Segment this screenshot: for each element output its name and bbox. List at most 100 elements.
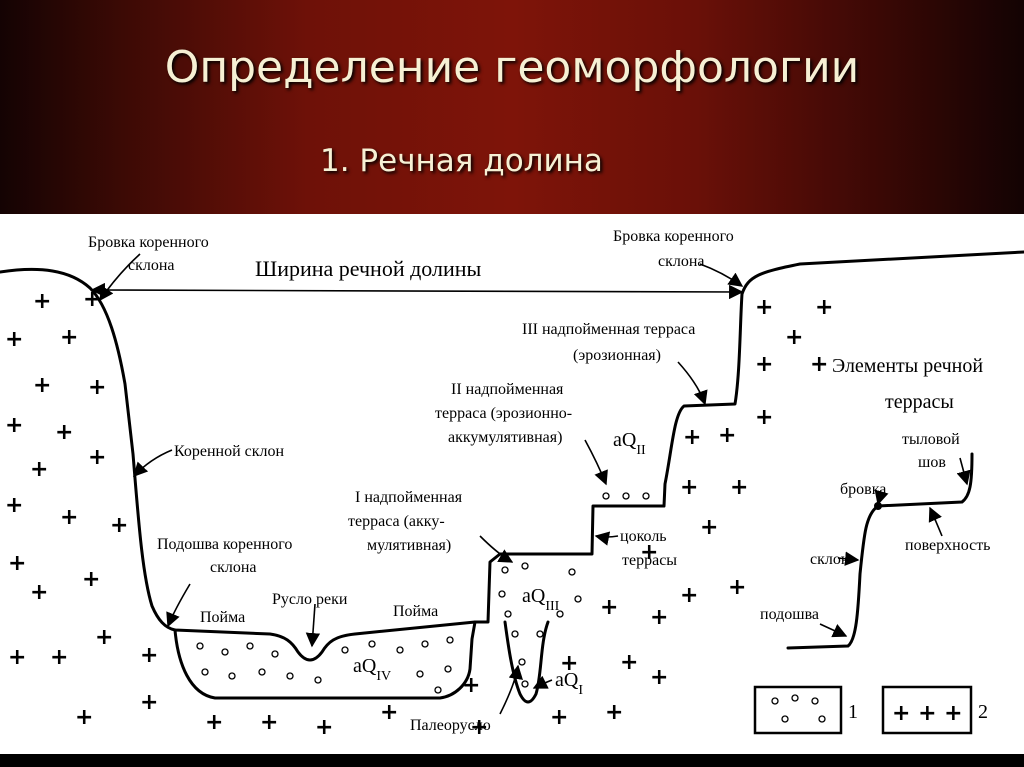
svg-text:аккумулятивная): аккумулятивная) <box>448 429 562 446</box>
svg-text:aQI: aQI <box>555 669 583 698</box>
svg-text:+: + <box>680 475 698 500</box>
svg-text:+: + <box>5 413 23 438</box>
svg-text:+: + <box>718 423 736 448</box>
river-valley-diagram: + + + + + + + + + + + + + + + + + + + + … <box>0 228 1024 740</box>
diagram-panel: + + + + + + + + + + + + + + + + + + + + … <box>0 214 1024 754</box>
svg-text:(эрозионная): (эрозионная) <box>573 347 661 364</box>
slide-title: Определение геоморфологии <box>164 42 860 93</box>
legend-swatch-1 <box>753 685 843 735</box>
q1-arrow <box>532 675 553 689</box>
svg-text:aQII: aQII <box>613 429 646 458</box>
svg-text:+: + <box>650 665 668 690</box>
svg-text:+: + <box>560 651 578 676</box>
svg-text:+: + <box>315 715 333 740</box>
svg-text:+: + <box>605 700 623 725</box>
svg-text:+: + <box>5 493 23 518</box>
svg-text:+: + <box>33 289 51 314</box>
svg-text:+: + <box>60 505 78 530</box>
svg-text:тыловой: тыловой <box>902 431 960 448</box>
svg-text:+: + <box>755 295 773 320</box>
svg-text:склона: склона <box>658 253 705 270</box>
terrace3-arrow <box>677 361 708 406</box>
svg-text:+: + <box>88 445 106 470</box>
svg-text:+: + <box>755 352 773 377</box>
svg-text:+: + <box>140 643 158 668</box>
svg-text:+: + <box>755 405 773 430</box>
svg-text:+: + <box>55 420 73 445</box>
svg-text:+: + <box>110 513 128 538</box>
svg-text:+: + <box>205 710 223 735</box>
svg-text:терраса (акку-: терраса (акку- <box>348 513 445 530</box>
svg-text:+: + <box>470 715 488 740</box>
svg-text:aQIV: aQIV <box>353 655 391 684</box>
svg-text:+: + <box>30 457 48 482</box>
svg-text:Палеорусло: Палеорусло <box>410 717 491 734</box>
svg-text:I надпойменная: I надпойменная <box>355 489 463 506</box>
svg-text:aQIII: aQIII <box>522 585 560 614</box>
diagram-labels: Бровка коренного склона Ширина речной до… <box>88 228 990 734</box>
paleochannel-arrow <box>499 664 523 715</box>
svg-text:Ширина речной долины: Ширина речной долины <box>255 256 482 281</box>
svg-text:+: + <box>728 575 746 600</box>
legend-label-2: 2 <box>978 701 988 723</box>
svg-text:Русло реки: Русло реки <box>272 591 348 608</box>
legend: 1 + + + 2 <box>753 685 988 735</box>
svg-text:бровка: бровка <box>840 481 886 498</box>
svg-text:склон: склон <box>810 551 850 568</box>
svg-text:поверхность: поверхность <box>905 537 990 554</box>
svg-text:II надпойменная: II надпойменная <box>451 381 564 398</box>
bedrock-slope-arrow <box>133 449 173 478</box>
svg-text:+: + <box>75 705 93 730</box>
svg-text:цоколь: цоколь <box>620 528 667 545</box>
deposit-pebbles <box>196 492 650 694</box>
svg-text:+: + <box>550 705 568 730</box>
legend-swatch-2 <box>881 685 973 735</box>
svg-text:Элементы речной: Элементы речной <box>832 355 983 377</box>
terrace-base-arrow <box>594 531 619 546</box>
svg-text:Пойма: Пойма <box>200 609 245 626</box>
svg-text:Бровка коренного: Бровка коренного <box>88 234 209 251</box>
pointer-arrows <box>90 253 744 715</box>
svg-text:склона: склона <box>128 257 175 274</box>
terrace-elements-profile <box>786 452 974 650</box>
svg-text:терраса (эрозионно-: терраса (эрозионно- <box>435 405 572 422</box>
svg-text:+: + <box>33 373 51 398</box>
svg-text:террасы: террасы <box>885 391 954 413</box>
svg-text:Подошва коренного: Подошва коренного <box>157 536 292 553</box>
bedrock-crosses: + + + + + + + + + + + + + + + + + + + + … <box>5 287 833 740</box>
legend-symbols-2: + + + <box>892 701 963 726</box>
svg-text:+: + <box>650 605 668 630</box>
svg-text:+: + <box>95 625 113 650</box>
right-brow-arrow <box>699 263 744 287</box>
svg-text:+: + <box>810 352 828 377</box>
terrace-elements-arrows <box>819 457 971 638</box>
svg-text:III надпойменная терраса: III надпойменная терраса <box>522 321 695 338</box>
svg-text:+: + <box>815 295 833 320</box>
svg-text:+: + <box>82 567 100 592</box>
svg-text:мулятивная): мулятивная) <box>367 537 451 554</box>
svg-text:+: + <box>88 375 106 400</box>
svg-text:+: + <box>8 645 26 670</box>
svg-text:шов: шов <box>918 454 946 471</box>
svg-text:+: + <box>30 580 48 605</box>
slope-foot-arrow <box>166 583 191 628</box>
svg-text:Коренной склон: Коренной склон <box>174 443 285 460</box>
slide-header <box>0 0 1024 214</box>
svg-text:+: + <box>683 425 701 450</box>
deposit-labels: aQII aQIII aQIV aQI <box>353 429 646 698</box>
svg-text:террасы: террасы <box>622 552 677 569</box>
svg-text:+: + <box>462 673 480 698</box>
slide-subtitle: 1. Речная долина <box>320 143 603 179</box>
svg-text:+: + <box>785 325 803 350</box>
valley-width-arrow <box>90 282 744 300</box>
svg-text:+: + <box>140 690 158 715</box>
svg-text:+: + <box>60 325 78 350</box>
legend-label-1: 1 <box>848 701 858 723</box>
svg-text:+: + <box>260 710 278 735</box>
svg-text:+: + <box>620 650 638 675</box>
left-brow-arrow <box>99 253 141 302</box>
svg-text:+: + <box>680 583 698 608</box>
terrace1-arrow <box>479 535 514 563</box>
svg-text:+: + <box>640 540 658 565</box>
river-bed-arrow <box>305 603 321 648</box>
